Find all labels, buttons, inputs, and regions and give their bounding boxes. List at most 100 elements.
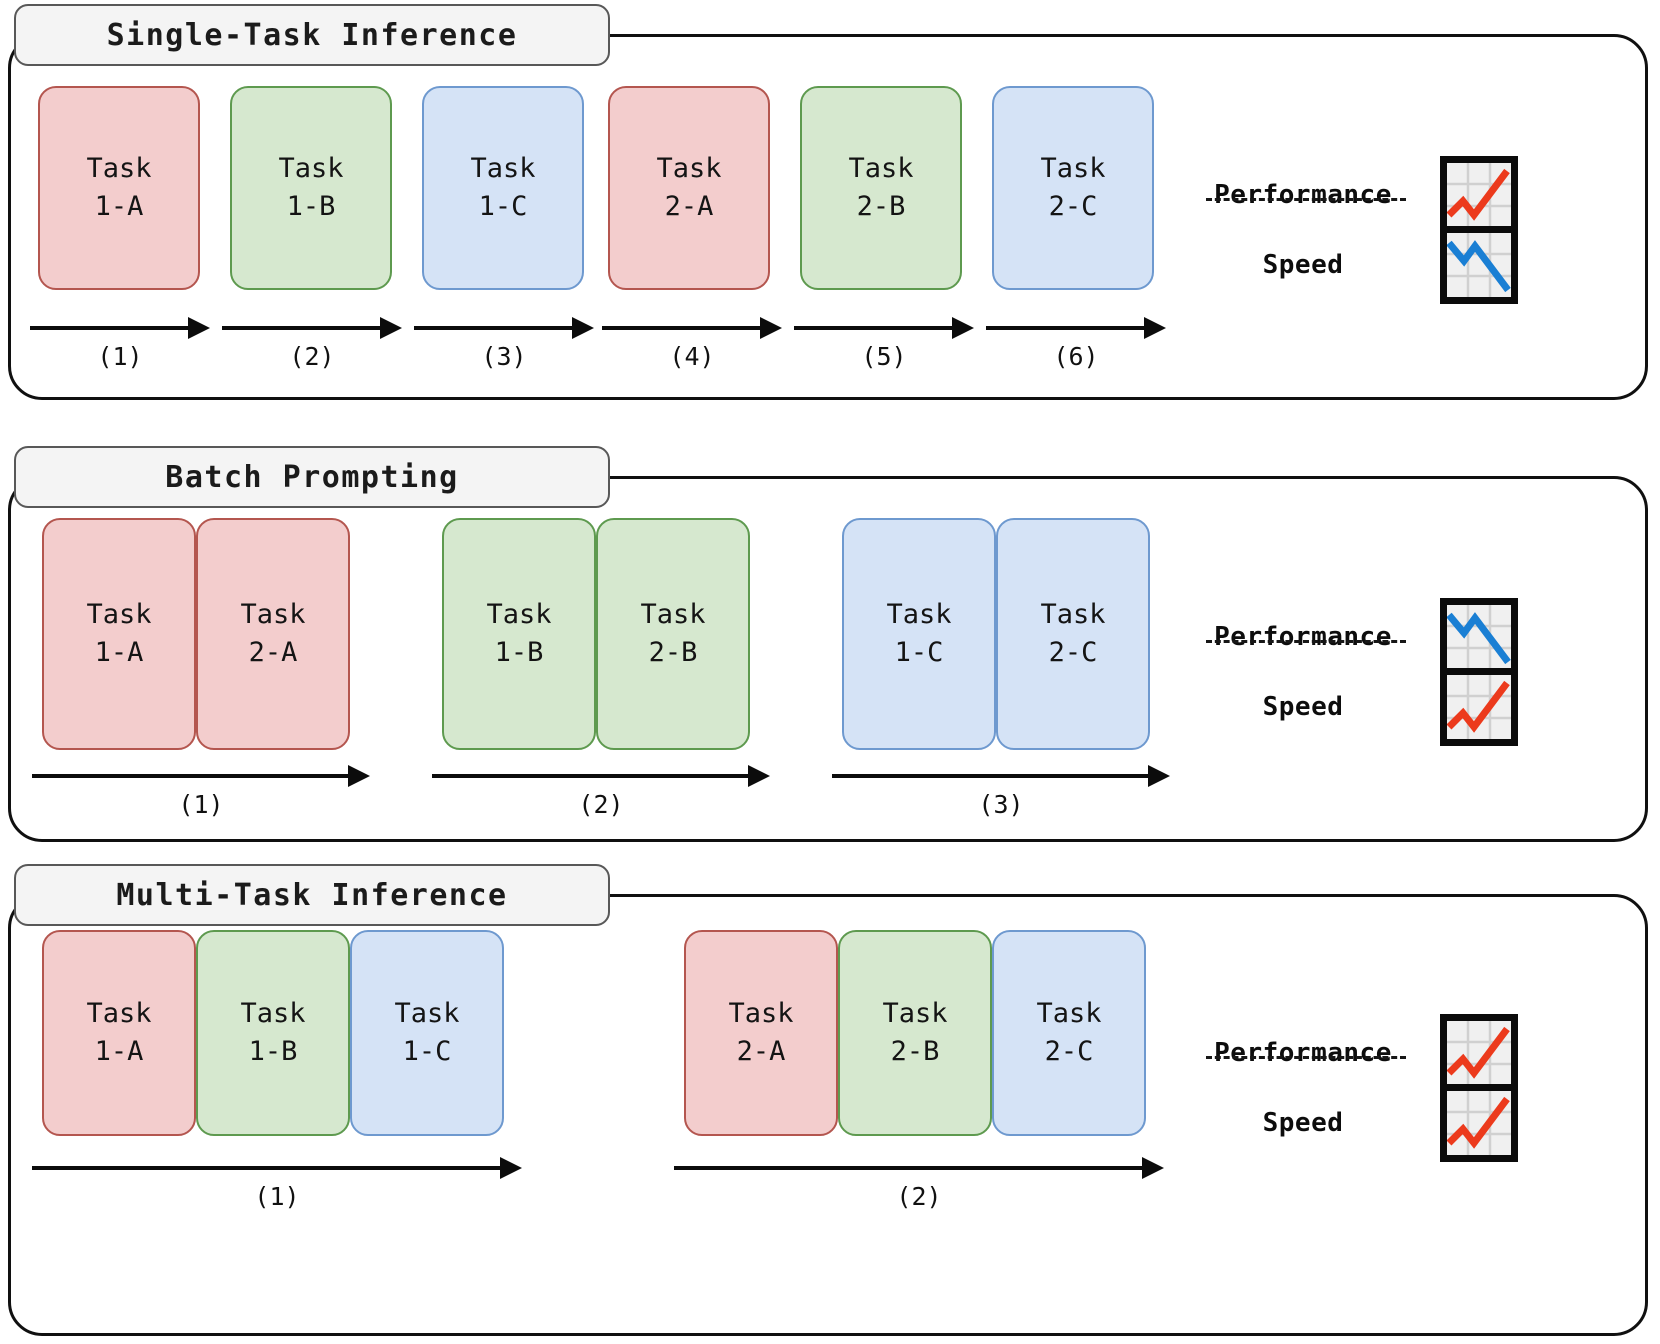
performance-label: Performance: [1214, 1038, 1392, 1068]
task-box-line1: Task: [656, 152, 722, 184]
arrow-line: [986, 326, 1144, 330]
performance-label: Performance: [1214, 622, 1392, 652]
task-box[interactable]: Task 2-B: [838, 930, 992, 1136]
task-box[interactable]: Task 1-A: [42, 518, 196, 750]
task-group: Task 1-A Task 2-A: [42, 518, 350, 750]
task-box-line1: Task: [1036, 997, 1102, 1029]
task-box[interactable]: Task 2-C: [996, 518, 1150, 750]
task-box-line1: Task: [86, 152, 152, 184]
panel-title-tab[interactable]: Multi-Task Inference: [14, 864, 610, 926]
task-group: Task 2-B: [800, 86, 962, 290]
arrow-line: [32, 774, 348, 778]
speed-label: Speed: [1262, 1108, 1344, 1138]
legend-row-performance: Performance: [1188, 156, 1518, 234]
legend: Performance Speed: [1188, 86, 1608, 316]
performance-trend-up-icon: [1440, 156, 1518, 234]
task-box[interactable]: Task 2-B: [596, 518, 750, 750]
panel-multi-task-inference: Multi-Task Inference Task 1-A Task 1-B T…: [8, 864, 1648, 1336]
task-group: Task 1-B Task 2-B: [442, 518, 750, 750]
arrow-line: [794, 326, 952, 330]
task-box-line2: 2-C: [1048, 637, 1098, 668]
task-box[interactable]: Task 2-C: [992, 930, 1146, 1136]
task-box-line1: Task: [848, 152, 914, 184]
legend-divider: [1206, 198, 1406, 201]
task-box-line2: 1-A: [94, 1036, 144, 1067]
panel-body: Task 1-A Task 2-A Task 1-B Task 2-B: [8, 476, 1648, 842]
task-box-line2: 2-C: [1044, 1036, 1094, 1067]
task-group: Task 1-A: [38, 86, 200, 290]
task-box[interactable]: Task 1-C: [422, 86, 584, 290]
task-box-line1: Task: [886, 598, 952, 630]
task-box-line2: 2-B: [648, 637, 698, 668]
task-box-line1: Task: [882, 997, 948, 1029]
arrow-head-icon: [1148, 765, 1170, 787]
task-group: Task 1-C: [422, 86, 584, 290]
arrow-head-icon: [952, 317, 974, 339]
legend-row-speed: Speed: [1188, 1084, 1518, 1162]
arrow-label: (1): [97, 342, 143, 371]
panel-batch-prompting: Batch Prompting Task 1-A Task 2-A Task 1…: [8, 446, 1648, 842]
speed-trend-down-icon: [1440, 226, 1518, 304]
task-box-line2: 1-B: [248, 1036, 298, 1067]
task-group: Task 2-C: [992, 86, 1154, 290]
arrow-line: [674, 1166, 1142, 1170]
arrow-line: [432, 774, 748, 778]
panel-title-tab[interactable]: Single-Task Inference: [14, 4, 610, 66]
speed-label: Speed: [1262, 250, 1344, 280]
legend-divider: [1206, 1056, 1406, 1059]
legend-divider: [1206, 640, 1406, 643]
task-box-line1: Task: [240, 997, 306, 1029]
task-box-line2: 1-C: [894, 637, 944, 668]
panel-body: Task 1-A Task 1-B Task 1-C Task 2-: [8, 34, 1648, 400]
arrow-head-icon: [500, 1157, 522, 1179]
task-group: Task 2-A Task 2-B Task 2-C: [684, 930, 1146, 1136]
panel-title: Multi-Task Inference: [116, 877, 508, 913]
task-box-line2: 2-B: [856, 191, 906, 222]
task-box[interactable]: Task 1-A: [42, 930, 196, 1136]
panel-single-task-inference: Single-Task Inference Task 1-A Task 1-B …: [8, 4, 1648, 400]
task-box-line2: 1-B: [286, 191, 336, 222]
task-box[interactable]: Task 1-C: [350, 930, 504, 1136]
task-box-line1: Task: [1040, 152, 1106, 184]
task-box-line1: Task: [278, 152, 344, 184]
panel-title: Single-Task Inference: [106, 17, 518, 53]
arrow-head-icon: [1144, 317, 1166, 339]
speed-trend-up-icon: [1440, 1084, 1518, 1162]
task-box[interactable]: Task 2-A: [684, 930, 838, 1136]
arrow-label: (5): [861, 342, 907, 371]
task-group: Task 1-A Task 1-B Task 1-C: [42, 930, 504, 1136]
task-box[interactable]: Task 1-C: [842, 518, 996, 750]
arrow-label: (4): [669, 342, 715, 371]
arrow-head-icon: [380, 317, 402, 339]
task-box-line1: Task: [728, 997, 794, 1029]
task-box-line1: Task: [1040, 598, 1106, 630]
task-box[interactable]: Task 2-C: [992, 86, 1154, 290]
task-box[interactable]: Task 2-A: [196, 518, 350, 750]
task-box-line2: 1-B: [494, 637, 544, 668]
task-box[interactable]: Task 2-A: [608, 86, 770, 290]
task-box-line1: Task: [470, 152, 536, 184]
arrow-line: [602, 326, 760, 330]
task-box[interactable]: Task 1-B: [442, 518, 596, 750]
arrow-head-icon: [748, 765, 770, 787]
task-box-line1: Task: [394, 997, 460, 1029]
arrow-head-icon: [572, 317, 594, 339]
task-box[interactable]: Task 1-B: [196, 930, 350, 1136]
performance-trend-down-icon: [1440, 598, 1518, 676]
arrow-line: [32, 1166, 500, 1170]
arrow-label: (3): [481, 342, 527, 371]
task-box-line2: 2-A: [664, 191, 714, 222]
arrow-head-icon: [760, 317, 782, 339]
speed-label: Speed: [1262, 692, 1344, 722]
speed-trend-up-icon: [1440, 668, 1518, 746]
arrow-line: [414, 326, 572, 330]
task-box[interactable]: Task 2-B: [800, 86, 962, 290]
panel-body: Task 1-A Task 1-B Task 1-C Task 2-A: [8, 894, 1648, 1336]
panel-title-tab[interactable]: Batch Prompting: [14, 446, 610, 508]
task-box[interactable]: Task 1-B: [230, 86, 392, 290]
task-group: Task 1-C Task 2-C: [842, 518, 1150, 750]
task-box[interactable]: Task 1-A: [38, 86, 200, 290]
legend: Performance Speed: [1188, 528, 1608, 758]
arrow-head-icon: [1142, 1157, 1164, 1179]
task-box-line1: Task: [240, 598, 306, 630]
